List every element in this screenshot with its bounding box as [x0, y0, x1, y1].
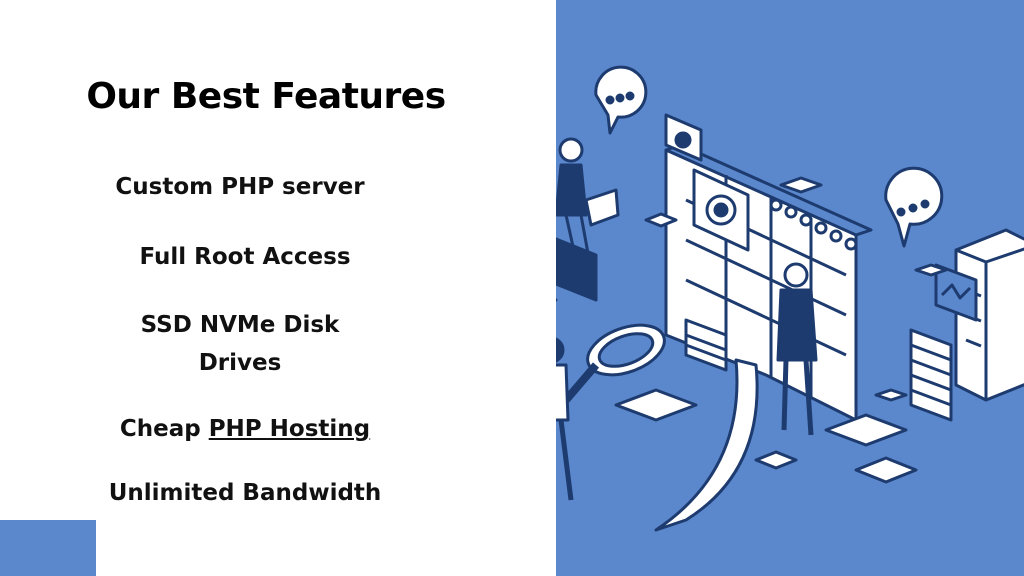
standing-person	[776, 262, 818, 436]
feature-cheap-label: Cheap	[119, 416, 201, 442]
php-hosting-link[interactable]: PHP Hosting	[208, 416, 371, 442]
slide-title: Our Best Features	[86, 76, 446, 117]
chat-bubble-icon	[884, 166, 944, 248]
feature-custom-php-server: Custom PHP server	[115, 174, 365, 200]
illustration-panel	[556, 0, 1024, 576]
feature-ssd-line2: Drives	[198, 350, 282, 376]
feature-ssd-nvme: SSD NVMe Disk Drives	[0, 306, 480, 382]
floating-blocks	[556, 176, 948, 484]
feature-full-root-access: Full Root Access	[139, 244, 351, 270]
left-panel: Our Best Features Custom PHP server Full…	[0, 76, 485, 506]
gear-icon	[664, 113, 703, 162]
feature-ssd-line1: SSD NVMe Disk	[140, 312, 340, 338]
curved-ramp	[654, 358, 759, 532]
server-icon	[954, 228, 1024, 402]
feature-cheap-php-hosting: Cheap PHP Hosting	[5, 410, 485, 448]
isometric-illustration	[556, 65, 1024, 532]
magnifier-icon	[562, 323, 666, 403]
feature-unlimited-bandwidth: Unlimited Bandwidth	[108, 480, 382, 506]
monitor-icon	[934, 263, 978, 322]
gear-icon	[692, 168, 750, 252]
person-with-magnifier	[556, 337, 574, 501]
document-stack	[684, 318, 953, 422]
corner-accent-square	[0, 520, 96, 576]
chat-bubble-icon	[594, 65, 648, 135]
person-with-laptop	[556, 137, 620, 302]
